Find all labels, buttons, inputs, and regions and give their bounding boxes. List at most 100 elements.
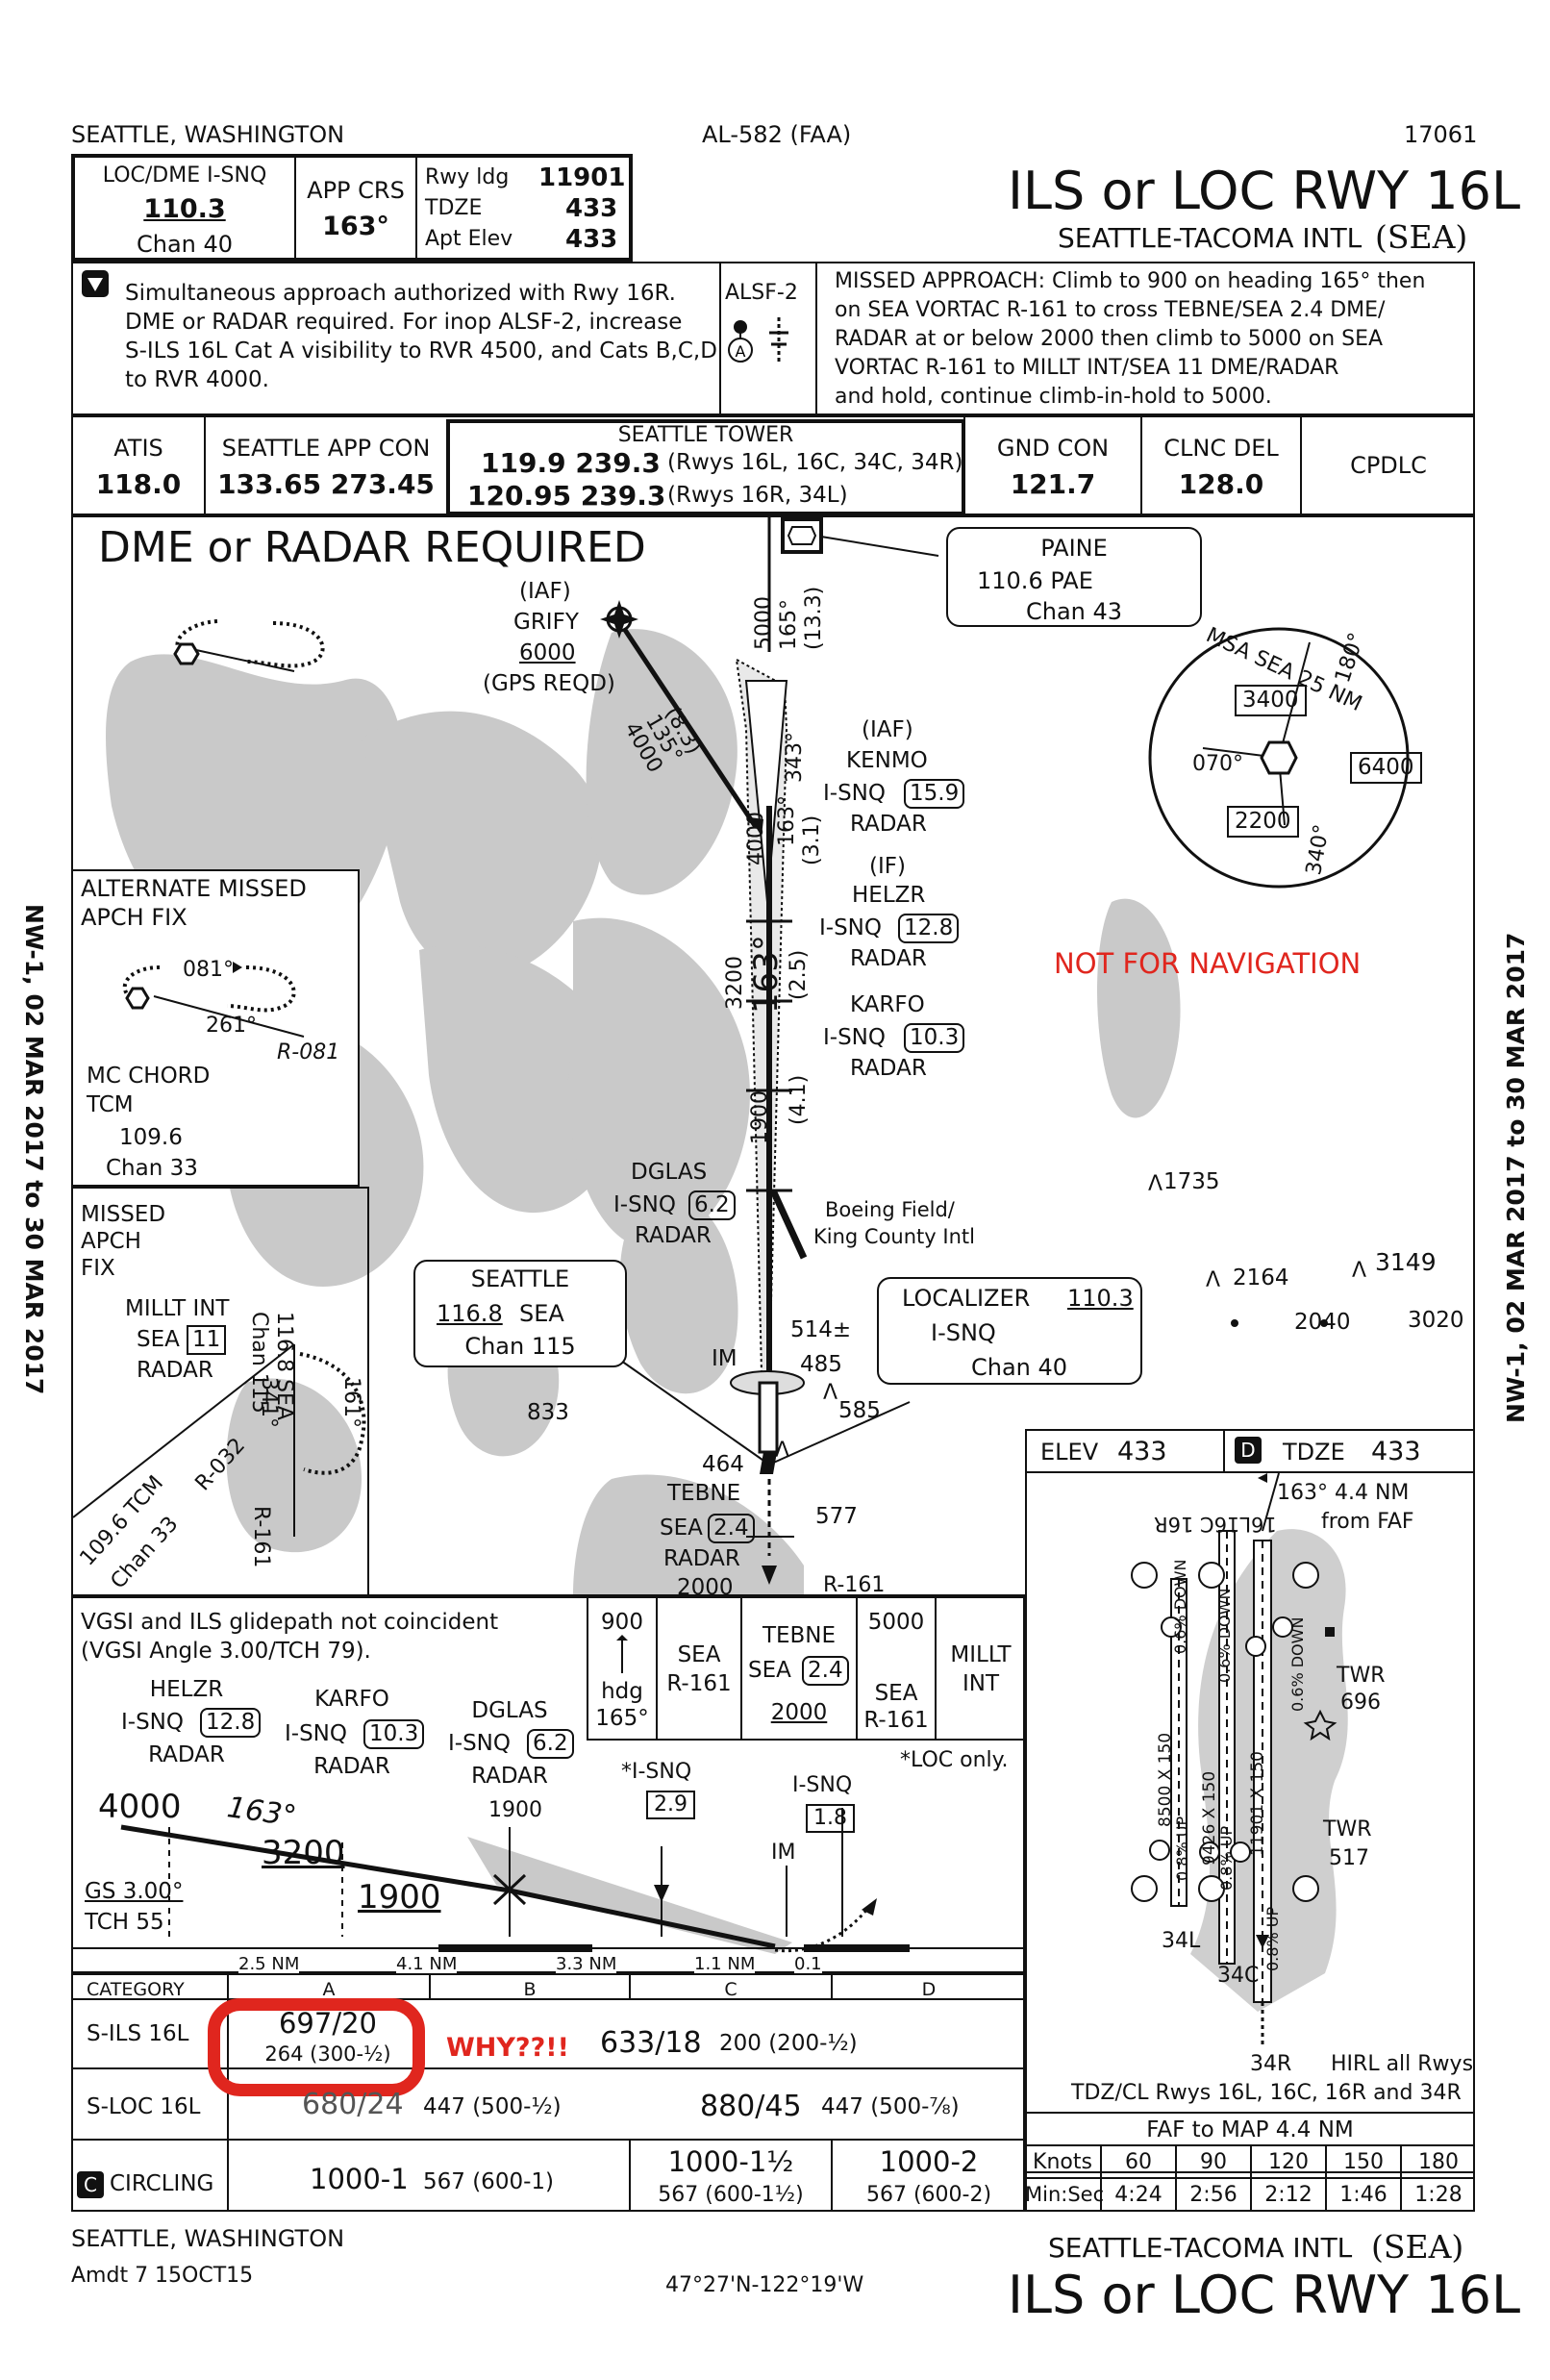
helzr-radar: RADAR xyxy=(850,946,927,971)
divider xyxy=(1300,415,1302,515)
profile-gs: GS 3.00° xyxy=(85,1879,184,1904)
profile-4000: 4000 xyxy=(98,1788,182,1826)
obstacle-833: 833 xyxy=(527,1400,569,1425)
svg-text:Λ: Λ xyxy=(1206,1268,1220,1292)
paine-chan: Chan 43 xyxy=(1025,598,1123,625)
tebne-radar: RADAR xyxy=(663,1546,740,1571)
karfo-isnq: I-SNQ xyxy=(823,1025,886,1050)
tebne-dme: 2.4 xyxy=(708,1514,755,1543)
profile-isnq-18: 1.8 xyxy=(806,1804,855,1833)
divider xyxy=(831,2139,833,2212)
missed-approach-line: MISSED APPROACH: Climb to 900 on heading… xyxy=(835,269,1426,293)
alt-missed-sub: APCH FIX xyxy=(81,904,188,931)
sils-label: S-ILS 16L xyxy=(87,2021,189,2046)
missed-icons-arrows xyxy=(616,1635,628,1673)
missed-approach-line: RADAR at or below 2000 then climb to 500… xyxy=(835,327,1384,351)
kenmo-isnq: I-SNQ xyxy=(823,781,886,806)
tower-label: SEATTLE TOWER xyxy=(617,423,794,447)
circling-d-sub: 567 (600-2) xyxy=(865,2183,992,2207)
diagram-tdze: 433 xyxy=(1371,1437,1421,1466)
circling-d-main: 1000-2 xyxy=(879,2145,979,2178)
paine-name: PAINE xyxy=(1040,535,1108,562)
side-effective-right: NW-1, 02 MAR 2017 to 30 MAR 2017 xyxy=(1502,932,1530,1423)
airport-id: (SEA) xyxy=(1375,218,1468,256)
profile-isnq-18-label: I-SNQ xyxy=(792,1773,853,1797)
knots-60: 60 xyxy=(1125,2150,1152,2174)
tower-box xyxy=(446,419,965,515)
obstacle-577: 577 xyxy=(815,1504,858,1529)
tower-freq-1: 119.9 239.3 xyxy=(481,447,661,479)
profile-dglas-isnq: I-SNQ xyxy=(448,1731,511,1756)
airport-layout xyxy=(1131,1473,1348,2048)
divider xyxy=(831,1973,833,2000)
localizer-label: LOCALIZER xyxy=(902,1285,1031,1312)
profile-1900a: 1900 xyxy=(358,1878,441,1917)
sloc-cd-sub: 447 (500-⅞) xyxy=(821,2094,960,2119)
gnd-freq: 121.7 xyxy=(1010,468,1096,500)
leg-343: 343° xyxy=(783,732,807,783)
msa-sector-south: 2200 xyxy=(1227,806,1299,838)
mini-900: 900 xyxy=(601,1610,643,1635)
seattle-vor-freq: 116.8 xyxy=(437,1300,503,1327)
mini-tebne-sea: SEA xyxy=(748,1658,791,1683)
localizer-box xyxy=(877,1277,1142,1385)
obstacle-1735: 1735 xyxy=(1163,1169,1220,1194)
tebne-sea: SEA xyxy=(660,1516,703,1541)
msa-sector-north: 3400 xyxy=(1235,685,1307,716)
mini-sea: SEA xyxy=(677,1642,721,1667)
faf-to-map: FAF to MAP 4.4 NM xyxy=(1146,2117,1354,2142)
footer-amendment: Amdt 7 15OCT15 xyxy=(71,2264,254,2288)
vgsi-note-2: (VGSI Angle 3.00/TCH 79). xyxy=(81,1639,371,1664)
note-line: DME or RADAR required. For inop ALSF-2, … xyxy=(125,310,683,335)
divider xyxy=(629,1973,631,2000)
airport-name: SEATTLE-TACOMA INTL xyxy=(1058,222,1362,254)
chart-id: AL-582 (FAA) xyxy=(702,121,852,148)
footer-airport-id: (SEA) xyxy=(1371,2228,1464,2266)
helzr-name: HELZR xyxy=(852,883,926,908)
profile-view xyxy=(71,1596,1025,1973)
grify-name: GRIFY xyxy=(513,610,579,635)
divider xyxy=(656,1596,658,1741)
tower-rwys-1: (Rwys 16L, 16C, 34C, 34R) xyxy=(667,450,963,475)
rwy-ldg-label: Rwy ldg xyxy=(425,165,510,189)
slope-34c-up: 0.8% UP xyxy=(1217,1825,1236,1891)
minimums-table xyxy=(71,1973,1025,2212)
divider xyxy=(1025,1471,1475,1473)
tdze-label: TDZE xyxy=(425,196,483,220)
seattle-vor-id: SEA xyxy=(519,1300,564,1327)
svg-text:A: A xyxy=(736,342,746,361)
side-effective-left: NW-1, 02 MAR 2017 to 30 MAR 2017 xyxy=(20,904,48,1395)
leg-3200: 3200 xyxy=(723,956,747,1010)
diagram-elev: 433 xyxy=(1117,1437,1167,1466)
grify-iaf: (IAF) xyxy=(519,579,571,604)
obstacle-3020: 3020 xyxy=(1408,1308,1464,1333)
circling-c-main: 1000-1½ xyxy=(667,2145,794,2178)
grify-gps: (GPS REQD) xyxy=(483,671,615,696)
svg-text:Λ: Λ xyxy=(1148,1172,1162,1196)
time-90: 2:56 xyxy=(1189,2183,1238,2207)
notes-box xyxy=(71,262,1475,415)
vgsi-note-1: VGSI and ILS glidepath not coincident xyxy=(81,1610,499,1635)
sloc-ab-sub: 447 (500-½) xyxy=(423,2094,562,2119)
minsec-label: Min:Sec xyxy=(1025,2183,1105,2206)
cycle-number: 17061 xyxy=(1404,121,1478,148)
circling-c-sub: 567 (600-1½) xyxy=(658,2183,804,2207)
knots-120: 120 xyxy=(1268,2150,1309,2174)
profile-karfo: KARFO xyxy=(314,1687,389,1712)
paine-box xyxy=(946,527,1202,627)
divider xyxy=(1175,2144,1177,2212)
divider xyxy=(1223,1429,1225,1471)
circling-ab-main: 1000-1 xyxy=(310,2163,409,2195)
knots-180: 180 xyxy=(1418,2150,1459,2174)
svg-text:Λ: Λ xyxy=(1352,1259,1366,1283)
divider xyxy=(856,1596,858,1741)
knots-150: 150 xyxy=(1343,2150,1384,2174)
profile-karfo-radar: RADAR xyxy=(313,1754,390,1779)
circling-label: CIRCLING xyxy=(110,2171,214,2196)
missed-hold-161: 161° xyxy=(339,1377,363,1428)
profile-3200: 3200 xyxy=(262,1834,345,1872)
profile-isnq-29-label: *I-SNQ xyxy=(621,1760,692,1784)
slope-34r-up: 0.8% UP xyxy=(1263,1906,1282,1971)
rwy-34c: 34C xyxy=(1217,1964,1260,1988)
time-180: 1:28 xyxy=(1414,2183,1462,2207)
